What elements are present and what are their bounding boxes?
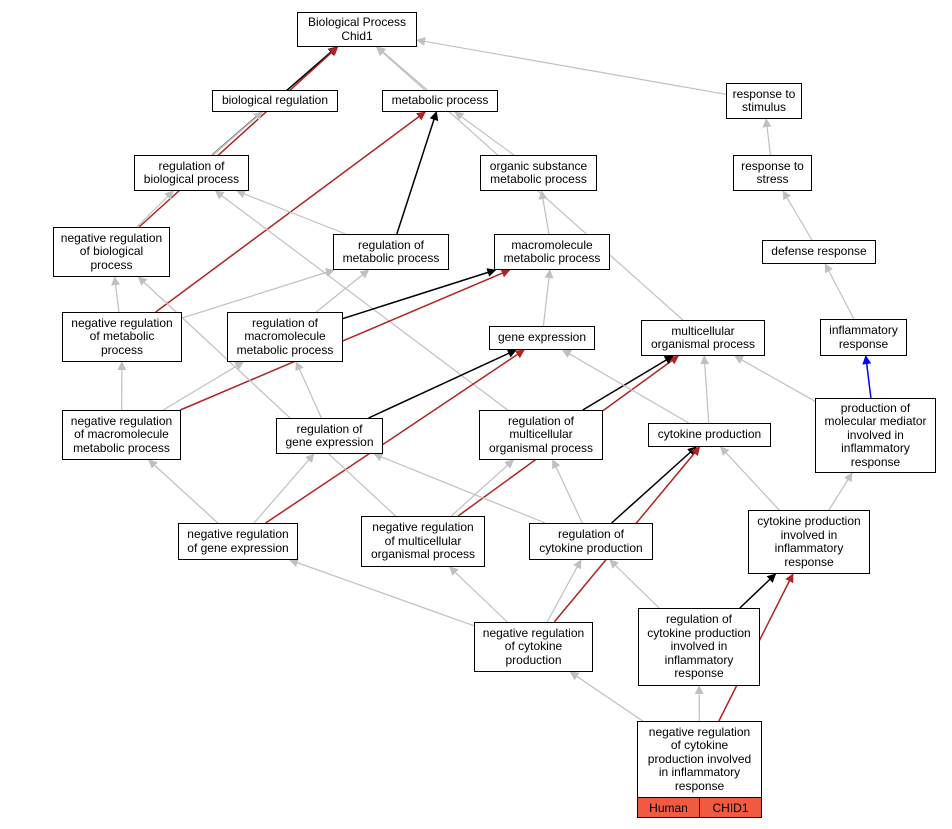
edge-negative-regulation-of-gene-expression-to-gene-expression: [265, 349, 525, 524]
node-negative-regulation-of-cytokine-production-involved-in-inflammatory-response[interactable]: negative regulation of cytokine producti…: [637, 721, 762, 798]
node-negative-regulation-of-gene-expression[interactable]: negative regulation of gene expression: [178, 523, 298, 560]
edge-negative-regulation-of-gene-expression-to-regulation-of-gene-expression: [253, 453, 315, 524]
edge-negative-regulation-of-macromolecule-metabolic-process-to-macromolecule-metabolic-process: [180, 269, 511, 411]
edge-negative-regulation-of-cytokine-production-to-regulation-of-cytokine-production: [546, 559, 582, 623]
node-cytokine-production-involved-in-inflammatory-response[interactable]: cytokine production involved in inflamma…: [748, 510, 870, 574]
node-regulation-of-biological-process[interactable]: regulation of biological process: [134, 155, 249, 191]
node-negative-regulation-of-metabolic-process[interactable]: negative regulation of metabolic process: [62, 312, 182, 362]
edge-regulation-of-cytokine-production-involved-in-inflammatory-response-to-regulation-of-cytokine-production: [609, 559, 660, 609]
edge-response-to-stress-to-response-to-stimulus: [762, 118, 772, 156]
legend-species: Human: [637, 797, 700, 818]
node-regulation-of-cytokine-production[interactable]: regulation of cytokine production: [529, 523, 653, 560]
node-negative-regulation-of-cytokine-production[interactable]: negative regulation of cytokine producti…: [474, 622, 593, 672]
edge-cytokine-production-involved-in-inflammatory-response-to-production-of-molecular-mediator: [828, 472, 853, 511]
edge-negative-regulation-of-macromolecule-metabolic-process-to-regulation-of-macromolecule-metabolic-process: [162, 361, 245, 411]
node-gene-expression[interactable]: gene expression: [489, 326, 595, 350]
edge-negative-regulation-of-gene-expression-to-negative-regulation-of-macromolecule-metabolic-process: [148, 459, 219, 524]
edge-negative-regulation-of-biological-process-to-bp: [138, 46, 339, 228]
node-regulation-of-gene-expression[interactable]: regulation of gene expression: [276, 418, 383, 454]
edge-regulation-of-macromolecule-metabolic-process-to-macromolecule-metabolic-process: [342, 268, 497, 320]
edge-negative-regulation-of-cytokine-production-to-negative-regulation-of-gene-expression: [288, 558, 475, 627]
edge-regulation-of-cytokine-production-to-cytokine-production: [611, 446, 697, 524]
edge-regulation-of-metabolic-process-to-regulation-of-biological-process: [236, 189, 346, 235]
node-regulation-of-metabolic-process[interactable]: regulation of metabolic process: [333, 234, 449, 270]
edge-response-to-stimulus-to-bp: [416, 37, 727, 95]
node-response-to-stress[interactable]: response to stress: [733, 155, 812, 191]
edge-production-of-molecular-mediator-to-multicellular-organismal-process: [734, 355, 816, 402]
node-negative-regulation-of-multicellular-organismal-process[interactable]: negative regulation of multicellular org…: [361, 516, 485, 567]
edge-defense-response-to-response-to-stress: [782, 190, 813, 241]
edge-gene-expression-to-macromolecule-metabolic-process: [542, 269, 554, 327]
edge-regulation-of-metabolic-process-to-metabolic-process: [396, 111, 439, 235]
node-biological-process-chid1[interactable]: Biological Process Chid1: [297, 12, 417, 47]
edge-regulation-of-gene-expression-to-gene-expression: [368, 349, 517, 419]
edge-negative-regulation-of-multicellular-organismal-process-to-regulation-of-multicellular-organismal-process: [450, 459, 514, 517]
edge-regulation-of-multicellular-organismal-process-to-multicellular-organismal-process: [582, 355, 674, 411]
edge-regulation-of-gene-expression-to-regulation-of-macromolecule-metabolic-process: [295, 361, 322, 419]
edge-negative-regulation-of-cytokine-production-to-negative-regulation-of-multicellular-organismal-process: [449, 566, 508, 623]
node-production-of-molecular-mediator[interactable]: production of molecular mediator involve…: [815, 398, 936, 473]
edge-metabolic-process-to-bp: [376, 46, 428, 91]
node-organic-substance-metabolic-process[interactable]: organic substance metabolic process: [480, 155, 597, 191]
edge-regulation-of-cytokine-production-involved-in-inflammatory-response-to-cytokine-production-involved-in-inflammatory-response: [739, 573, 777, 609]
edge-negative-regulation-of-metabolic-process-to-regulation-of-metabolic-process: [181, 268, 335, 319]
edge-cytokine-production-involved-in-inflammatory-response-to-cytokine-production: [720, 446, 780, 511]
node-inflammatory-response[interactable]: inflammatory response: [820, 319, 907, 356]
edge-inflammatory-response-to-defense-response: [824, 263, 855, 320]
node-regulation-of-multicellular-organismal-process[interactable]: regulation of multicellular organismal p…: [479, 410, 603, 460]
edge-regulation-of-cytokine-production-to-regulation-of-multicellular-organismal-process: [552, 459, 583, 524]
edge-regulation-of-multicellular-organismal-process-to-regulation-of-biological-process: [214, 190, 509, 411]
edge-production-of-molecular-mediator-to-inflammatory-response: [862, 355, 872, 399]
edge-regulation-of-cytokine-production-to-regulation-of-gene-expression: [373, 452, 546, 524]
edge-negative-regulation-of-metabolic-process-to-negative-regulation-of-biological-process: [111, 276, 121, 313]
edge-negative-regulation-of-biological-process-to-regulation-of-biological-process: [136, 190, 174, 228]
edge-macromolecule-metabolic-process-to-organic-substance-metabolic-process: [538, 190, 550, 235]
edge-regulation-of-macromolecule-metabolic-process-to-regulation-of-metabolic-process: [315, 269, 370, 313]
node-metabolic-process[interactable]: metabolic process: [382, 90, 498, 112]
node-negative-regulation-of-biological-process[interactable]: negative regulation of biological proces…: [53, 227, 170, 277]
node-response-to-stimulus[interactable]: response to stimulus: [726, 83, 802, 119]
node-macromolecule-metabolic-process[interactable]: macromolecule metabolic process: [494, 234, 610, 270]
edge-regulation-of-biological-process-to-biological-regulation: [211, 111, 263, 156]
edge-negative-regulation-of-cytokine-production-involved-in-inflammatory-response-to-negative-regulation-of-cytokine-production: [569, 671, 644, 722]
node-biological-regulation[interactable]: biological regulation: [212, 90, 338, 112]
node-cytokine-production[interactable]: cytokine production: [648, 423, 771, 447]
edge-cytokine-production-to-gene-expression: [561, 349, 690, 424]
node-defense-response[interactable]: defense response: [762, 240, 876, 264]
node-negative-regulation-of-macromolecule-metabolic-process[interactable]: negative regulation of macromolecule met…: [62, 410, 181, 460]
node-regulation-of-cytokine-production-involved-in-inflammatory-response[interactable]: regulation of cytokine production involv…: [638, 608, 760, 686]
edge-organic-substance-metabolic-process-to-metabolic-process: [454, 111, 515, 156]
node-multicellular-organismal-process[interactable]: multicellular organismal process: [641, 320, 765, 356]
node-regulation-of-macromolecule-metabolic-process[interactable]: regulation of macromolecule metabolic pr…: [227, 312, 343, 362]
edge-cytokine-production-to-multicellular-organismal-process: [700, 355, 710, 424]
legend-gene: CHID1: [699, 797, 762, 818]
